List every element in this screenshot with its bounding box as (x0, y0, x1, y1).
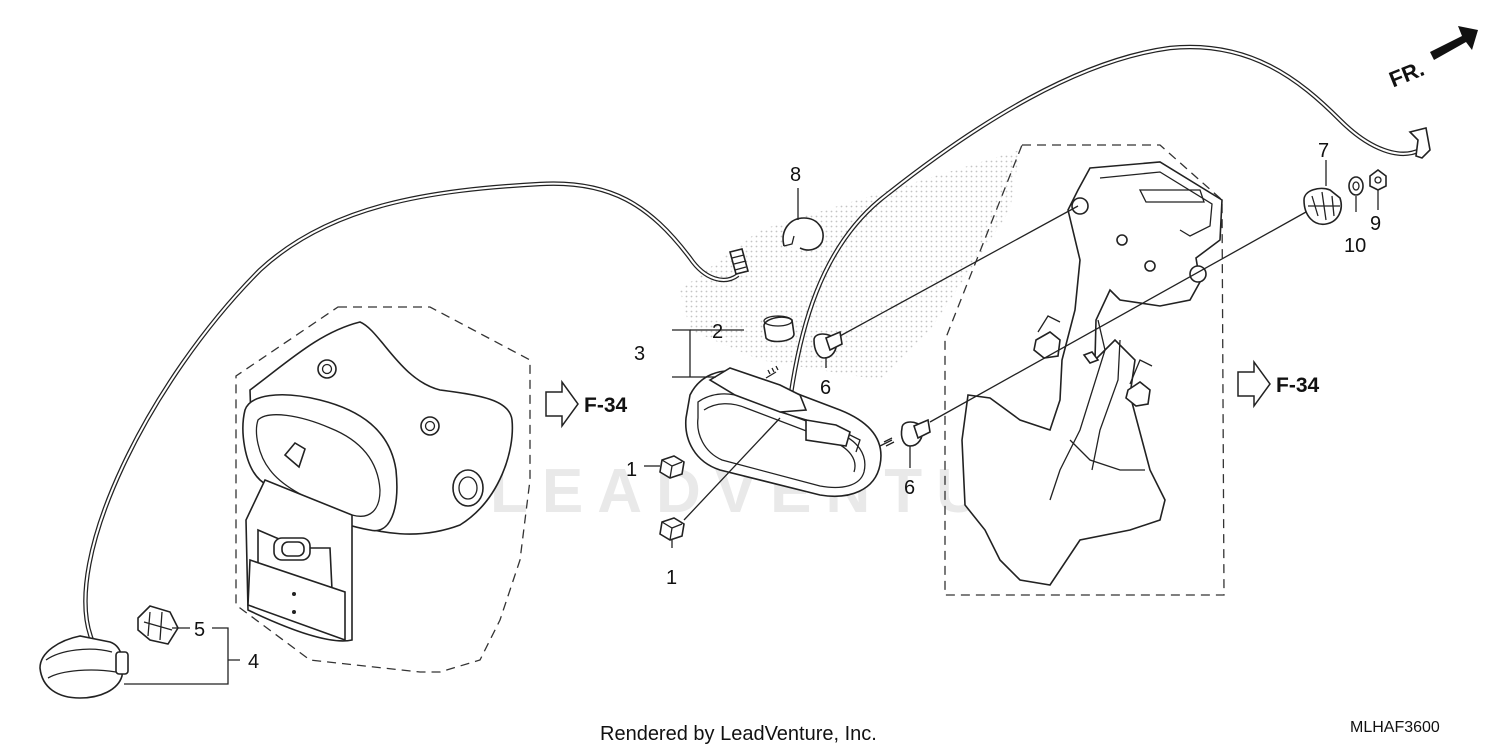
bolt-lower (900, 418, 931, 447)
leader-lines (124, 160, 1379, 685)
front-label: FR. (1385, 56, 1427, 92)
callout-7: 7 (1318, 140, 1329, 162)
reference-left-label[interactable]: F-34 (584, 394, 628, 417)
taillight-unit (685, 365, 895, 497)
snap-ring (782, 217, 824, 251)
left-assembly-outline (235, 306, 531, 673)
taillight-wire (787, 44, 1431, 401)
rubber-grommet (1303, 187, 1342, 225)
wire-end-connector (1408, 127, 1431, 159)
front-arrow-icon (1430, 26, 1478, 60)
wire-connector (39, 635, 129, 699)
callout-labels: 1 1 2 3 4 5 6 6 7 8 9 10 (194, 140, 1381, 673)
reference-arrow-icon (1237, 359, 1271, 409)
callout-3: 3 (634, 343, 645, 365)
right-assembly-outline (944, 144, 1225, 596)
callout-10: 10 (1344, 235, 1366, 257)
callout-2: 2 (712, 321, 723, 343)
diagram-code: MLHAF3600 (1350, 719, 1440, 736)
callout-5: 5 (194, 619, 205, 641)
callout-1-lower: 1 (666, 567, 677, 589)
reference-arrow-icon (545, 379, 579, 429)
callout-1-upper: 1 (626, 459, 637, 481)
reference-right[interactable]: F-34 (1237, 359, 1320, 409)
callout-8: 8 (790, 164, 801, 186)
reference-left[interactable]: F-34 (545, 379, 628, 429)
license-light-housing (242, 321, 514, 642)
footer-credit: Rendered by LeadVenture, Inc. (600, 723, 877, 745)
license-bracket (961, 161, 1223, 586)
wire-clip (137, 605, 179, 645)
license-light-wire (83, 181, 749, 641)
callout-4: 4 (248, 651, 259, 673)
callout-6-lower: 6 (904, 477, 915, 499)
callout-9: 9 (1370, 213, 1381, 235)
bolt-upper (813, 330, 843, 359)
reference-right-label[interactable]: F-34 (1276, 374, 1320, 397)
flat-washer (1348, 176, 1364, 196)
front-direction-indicator: FR. (1385, 26, 1478, 92)
nut-lower (659, 517, 685, 541)
nut-upper (659, 455, 685, 479)
flange-nut (1369, 169, 1387, 191)
collar (763, 315, 795, 343)
callout-6-upper: 6 (820, 377, 831, 399)
